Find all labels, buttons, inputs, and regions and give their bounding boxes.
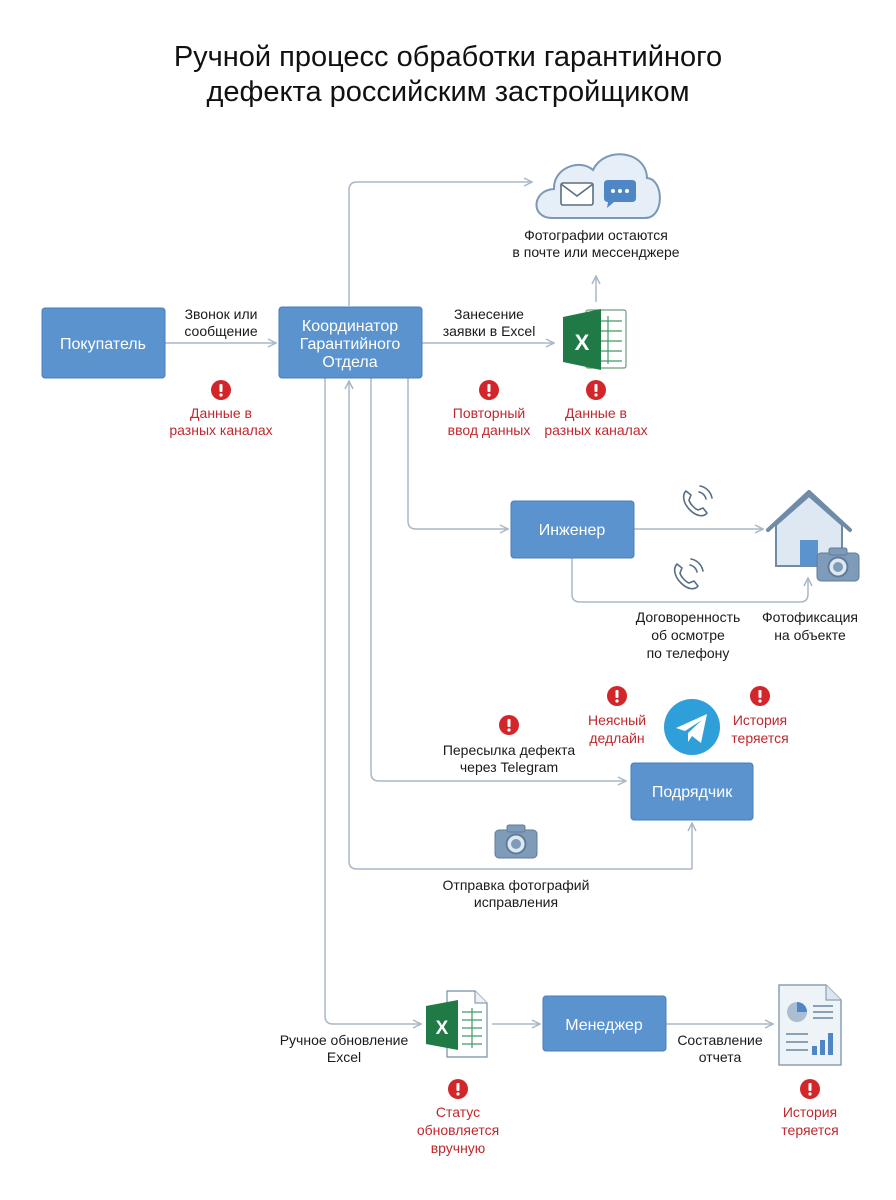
diagram-title-line-1: Ручной процесс обработки гарантийного <box>174 41 722 73</box>
telegram-icon <box>664 699 720 755</box>
chat-icon <box>604 180 636 208</box>
node-manager[interactable]: Менеджер <box>542 995 667 1052</box>
phone-icon-agreement <box>673 558 704 590</box>
label-manual-excel-1: Ручное обновление <box>280 1032 409 1048</box>
svg-text:X: X <box>575 330 590 355</box>
arrow-contractor-coordinator <box>349 381 692 870</box>
mail-icon <box>560 182 594 206</box>
node-coordinator-line-1: Координатор <box>302 318 398 335</box>
warning-data-channels-2-line-1: Данные в <box>565 405 627 421</box>
label-phone-agreement-2: об осмотре <box>651 627 725 643</box>
warning-data-channels-1-line-1: Данные в <box>190 405 252 421</box>
arrow-coordinator-contractor <box>370 378 626 781</box>
label-excel-entry-2: заявки в Excel <box>443 323 536 339</box>
label-telegram-forward-2: через Telegram <box>460 759 558 775</box>
warning-history-lost-1-line-1: История <box>733 712 787 728</box>
node-coordinator-line-3: Отдела <box>322 354 377 371</box>
label-report-2: отчета <box>699 1049 742 1065</box>
label-report-1: Составление <box>677 1032 763 1048</box>
excel-icon: X <box>563 309 627 370</box>
svg-text:X: X <box>436 1018 449 1039</box>
warning-data-channels-1-line-2: разных каналах <box>169 422 272 438</box>
node-buyer-label: Покупатель <box>60 336 146 353</box>
warning-icon-repeat-input <box>479 380 499 400</box>
warning-icon-history-lost-1 <box>750 686 770 706</box>
report-icon <box>778 984 842 1066</box>
phone-icon <box>682 485 713 517</box>
warning-icon-unclear-deadline <box>607 686 627 706</box>
label-photos-remain-2: в почте или мессенджере <box>512 244 679 260</box>
camera-icon-site <box>816 547 860 582</box>
label-photo-on-site-2: на объекте <box>774 627 846 643</box>
node-contractor-label: Подрядчик <box>652 784 733 801</box>
warning-data-channels-2-line-2: разных каналах <box>544 422 647 438</box>
label-phone-agreement-1: Договоренность <box>636 609 741 625</box>
label-excel-entry-1: Занесение <box>454 306 524 322</box>
warning-status-manual-line-1: Статус <box>436 1104 480 1120</box>
camera-icon <box>494 824 538 859</box>
node-manager-label: Менеджер <box>565 1017 643 1034</box>
node-coordinator-line-2: Гарантийного <box>300 336 401 353</box>
arrow-coordinator-engineer <box>407 378 508 529</box>
label-photo-on-site-1: Фотофиксация <box>762 609 858 625</box>
warning-history-lost-1-line-2: теряется <box>731 730 788 746</box>
arrow-coordinator-manual-excel <box>324 378 421 1024</box>
warning-status-manual-line-3: вручную <box>431 1140 486 1156</box>
node-contractor[interactable]: Подрядчик <box>630 762 754 821</box>
arrow-coordinator-cloud <box>348 182 532 306</box>
warning-icon-data-channels-1 <box>211 380 231 400</box>
cloud-icon <box>535 153 661 219</box>
label-call-message-2: сообщение <box>184 323 257 339</box>
label-phone-agreement-3: по телефону <box>647 645 730 661</box>
node-engineer[interactable]: Инженер <box>510 500 635 559</box>
warning-icon-history-lost-2 <box>800 1079 820 1099</box>
node-coordinator[interactable]: Координатор Гарантийного Отдела <box>278 306 423 379</box>
warning-icon-telegram <box>499 715 519 735</box>
warning-history-lost-2-line-2: теряется <box>781 1122 838 1138</box>
warning-unclear-deadline-line-2: дедлайн <box>589 730 644 746</box>
label-send-photos-2: исправления <box>474 894 558 910</box>
warning-icon-data-channels-2 <box>586 380 606 400</box>
warning-unclear-deadline-line-1: Неясный <box>588 712 646 728</box>
label-call-message-1: Звонок или <box>185 306 258 322</box>
label-photos-remain-1: Фотографии остаются <box>524 227 668 243</box>
warning-icon-status-manual <box>448 1079 468 1099</box>
node-engineer-label: Инженер <box>539 522 606 539</box>
label-manual-excel-2: Excel <box>327 1049 361 1065</box>
diagram-title-line-2: дефекта российским застройщиком <box>206 76 689 108</box>
warning-repeat-input-line-1: Повторный <box>453 405 525 421</box>
warning-history-lost-2-line-1: История <box>783 1104 837 1120</box>
excel-icon-bottom: X <box>426 990 488 1058</box>
warning-status-manual-line-2: обновляется <box>417 1122 499 1138</box>
arrow-engineer-phone-agreement <box>571 558 808 603</box>
warning-repeat-input-line-2: ввод данных <box>448 422 531 438</box>
house-icon <box>766 490 852 567</box>
label-telegram-forward-1: Пересылка дефекта <box>443 742 576 758</box>
label-send-photos-1: Отправка фотографий <box>443 877 590 893</box>
node-buyer[interactable]: Покупатель <box>41 307 166 379</box>
